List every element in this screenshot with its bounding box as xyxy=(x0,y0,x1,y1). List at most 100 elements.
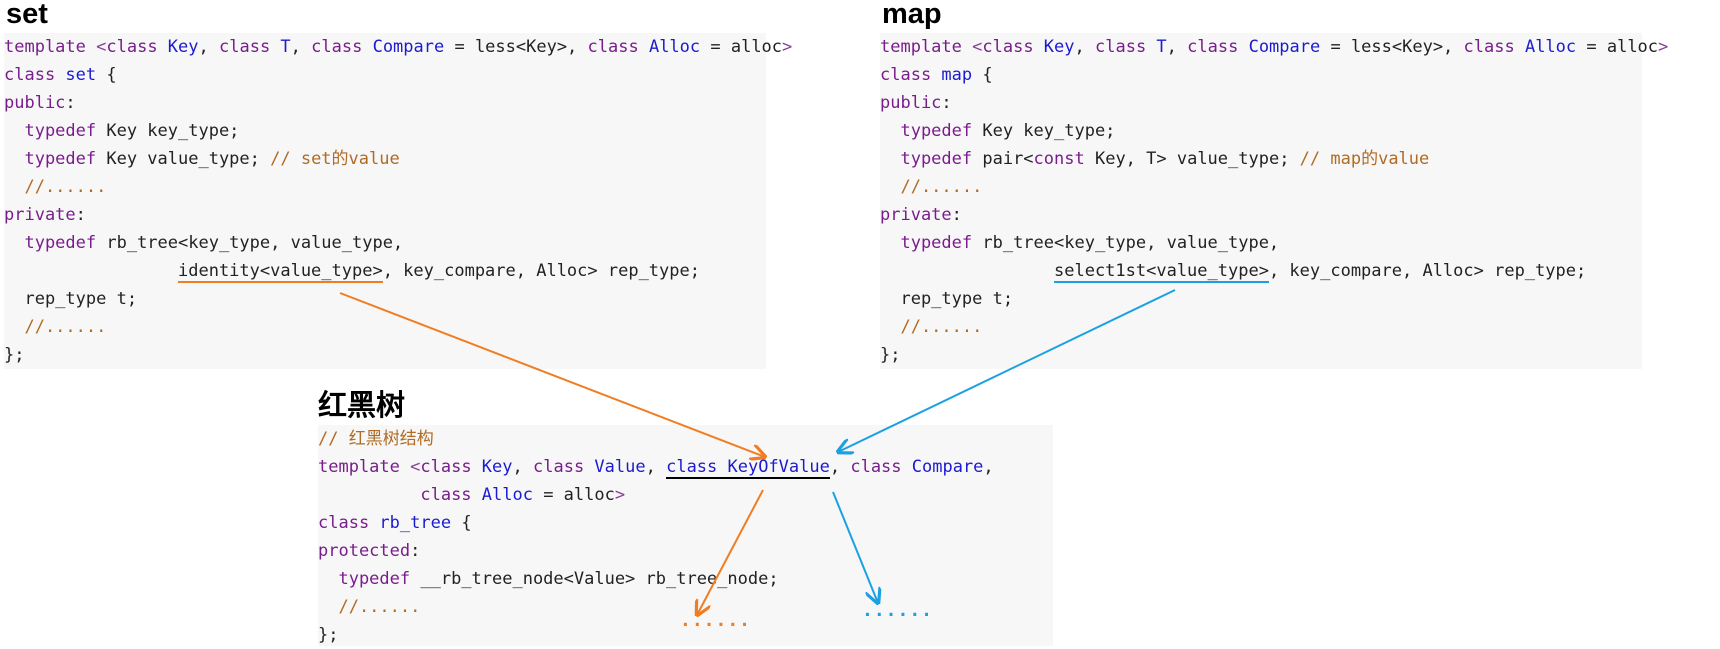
code-token: Key key_type; xyxy=(982,121,1116,141)
code-token: class xyxy=(4,65,66,85)
code-token: { xyxy=(972,65,993,85)
code-token: protected xyxy=(318,541,411,561)
code-token: class xyxy=(880,65,942,85)
code-token: // 红黑树结构 xyxy=(318,429,434,449)
set-to-keyofvalue-arrow xyxy=(339,292,765,457)
map-title: map xyxy=(882,0,942,30)
code-token: }; xyxy=(318,625,339,645)
code-token: typedef xyxy=(880,233,983,253)
code-token: < xyxy=(972,37,983,57)
code-token: class xyxy=(982,37,1044,57)
code-token: < xyxy=(410,457,421,477)
code-token: rep_type t; xyxy=(880,289,1014,309)
code-token: class xyxy=(219,37,281,57)
code-token: > xyxy=(1658,37,1669,57)
code-token: //...... xyxy=(880,177,983,197)
code-token: rb_tree<key_type, value_type, xyxy=(106,233,404,253)
code-token: , xyxy=(290,37,312,57)
code-token: // map的value xyxy=(1299,149,1430,169)
code-token: = less<Key>, xyxy=(444,37,588,57)
code-token: Compare xyxy=(372,37,445,57)
code-token: class xyxy=(533,457,595,477)
code-token: typedef xyxy=(4,121,107,141)
map-code-line: rep_type t; xyxy=(880,285,1642,313)
set-highlighted-token: identity<value_type> xyxy=(178,261,383,283)
code-token: < xyxy=(96,37,107,57)
rbtree-code-line: typedef __rb_tree_node<Value> rb_tree_no… xyxy=(318,565,1053,593)
code-token: Key value_type; xyxy=(106,149,271,169)
code-token: : xyxy=(65,93,76,113)
code-token: = alloc xyxy=(532,485,615,505)
set-code-line: class set { xyxy=(4,61,766,89)
map-code-line: select1st<value_type>, key_compare, Allo… xyxy=(880,257,1642,285)
code-token: }; xyxy=(880,345,901,365)
code-token: set xyxy=(65,65,97,85)
set-code-line: typedef Key key_type; xyxy=(4,117,766,145)
code-token: typedef xyxy=(880,121,983,141)
code-token: , key_compare, Alloc> rep_type; xyxy=(382,261,700,281)
code-token: Value xyxy=(594,457,646,477)
set-code-line: identity<value_type>, key_compare, Alloc… xyxy=(4,257,766,285)
rbtree-title: 红黑树 xyxy=(318,390,406,422)
code-token: : xyxy=(75,205,86,225)
code-token: Key xyxy=(1043,37,1075,57)
code-token: template xyxy=(880,37,973,57)
rbtree-code-block: // 红黑树结构 template <class Key, class Value… xyxy=(318,425,1053,646)
rbtree-code-line: class rb_tree { xyxy=(318,509,1053,537)
code-token: > xyxy=(782,37,793,57)
map-to-keyofvalue-arrow xyxy=(838,289,1176,452)
code-token: public xyxy=(4,93,66,113)
map-code-line: typedef rb_tree<key_type, value_type, xyxy=(880,229,1642,257)
code-token: : xyxy=(410,541,421,561)
rbtree-code-line: //...... xyxy=(318,593,1053,621)
code-token: class xyxy=(1095,37,1157,57)
code-token: private xyxy=(880,205,952,225)
code-token: template xyxy=(4,37,97,57)
code-token: class xyxy=(420,485,482,505)
code-token: T xyxy=(280,37,291,57)
code-token: }; xyxy=(4,345,25,365)
code-token: , xyxy=(645,457,667,477)
code-token: const xyxy=(1033,149,1095,169)
map-code-line: public: xyxy=(880,89,1642,117)
code-token: //...... xyxy=(4,317,107,337)
map-code-line: }; xyxy=(880,341,1642,369)
rbtree-code-line: protected: xyxy=(318,537,1053,565)
code-token: , xyxy=(1074,37,1095,57)
code-token: : xyxy=(951,205,962,225)
keyofvalue-blue-down-arrow xyxy=(832,491,878,603)
set-title: set xyxy=(6,0,48,30)
map-code-line: template <class Key, class T, class Comp… xyxy=(880,33,1668,61)
code-token: private xyxy=(4,205,76,225)
code-token: > xyxy=(614,485,626,505)
set-code-line: template <class Key, class T, class Comp… xyxy=(4,33,792,61)
code-token: Alloc xyxy=(648,37,701,57)
code-token: public xyxy=(880,93,942,113)
code-token: , xyxy=(512,457,533,477)
map-code-block: template <class Key, class T, class Comp… xyxy=(880,33,1668,369)
code-token: , xyxy=(198,37,219,57)
map-code-line: //...... xyxy=(880,173,1642,201)
code-token: pair< xyxy=(982,149,1034,169)
map-code-line: //...... xyxy=(880,313,1642,341)
code-token: class xyxy=(106,37,168,57)
code-token: class xyxy=(1187,37,1249,57)
set-code-line: //...... xyxy=(4,313,766,341)
code-token: template xyxy=(318,457,411,477)
keyofvalue-orange-down-arrow xyxy=(697,489,764,615)
set-code-block: template <class Key, class T, class Comp… xyxy=(4,33,792,369)
set-code-line: private: xyxy=(4,201,766,229)
code-token: class xyxy=(587,37,649,57)
rbtree-code-line: class Alloc = alloc> xyxy=(318,481,1053,509)
code-token: class xyxy=(850,457,912,477)
set-code-line: rep_type t; xyxy=(4,285,766,313)
code-token: : xyxy=(941,93,952,113)
code-token: //...... xyxy=(4,177,107,197)
code-token: Key, T> value_type; xyxy=(1094,149,1300,169)
code-token: class xyxy=(420,457,482,477)
code-token: T xyxy=(1156,37,1167,57)
code-token: = alloc xyxy=(700,37,783,57)
code-token: //...... xyxy=(880,317,983,337)
rbtree-code-line: template <class Key, class Value, class … xyxy=(318,453,1053,481)
